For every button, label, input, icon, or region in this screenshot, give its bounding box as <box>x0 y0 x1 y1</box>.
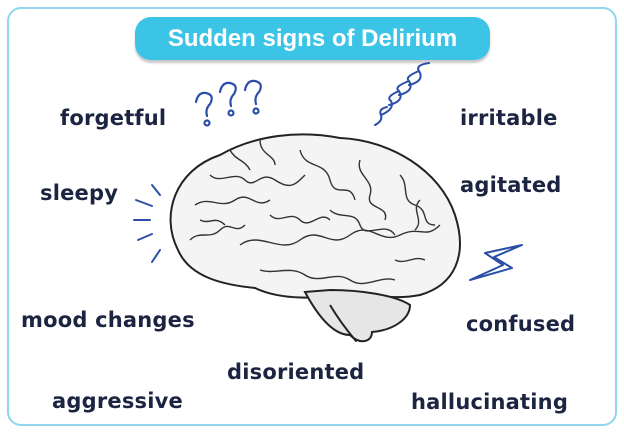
sign-confused: confused <box>466 312 576 336</box>
sign-disoriented: disoriented <box>227 360 365 384</box>
stress-lines-icon <box>133 184 161 263</box>
question-marks-icon <box>194 79 262 127</box>
lightning-bolt-icon <box>469 244 523 281</box>
sign-irritable: irritable <box>460 106 558 130</box>
sign-mood-changes: mood changes <box>21 308 195 332</box>
sign-hallucinating: hallucinating <box>411 390 569 414</box>
sign-agitated: agitated <box>460 173 562 197</box>
sign-aggressive: aggressive <box>52 389 183 413</box>
spring-scribble-icon <box>374 62 430 126</box>
title-banner: Sudden signs of Delirium <box>135 17 490 60</box>
sign-sleepy: sleepy <box>40 181 119 205</box>
brain-illustration <box>169 133 461 343</box>
sign-forgetful: forgetful <box>60 106 167 130</box>
